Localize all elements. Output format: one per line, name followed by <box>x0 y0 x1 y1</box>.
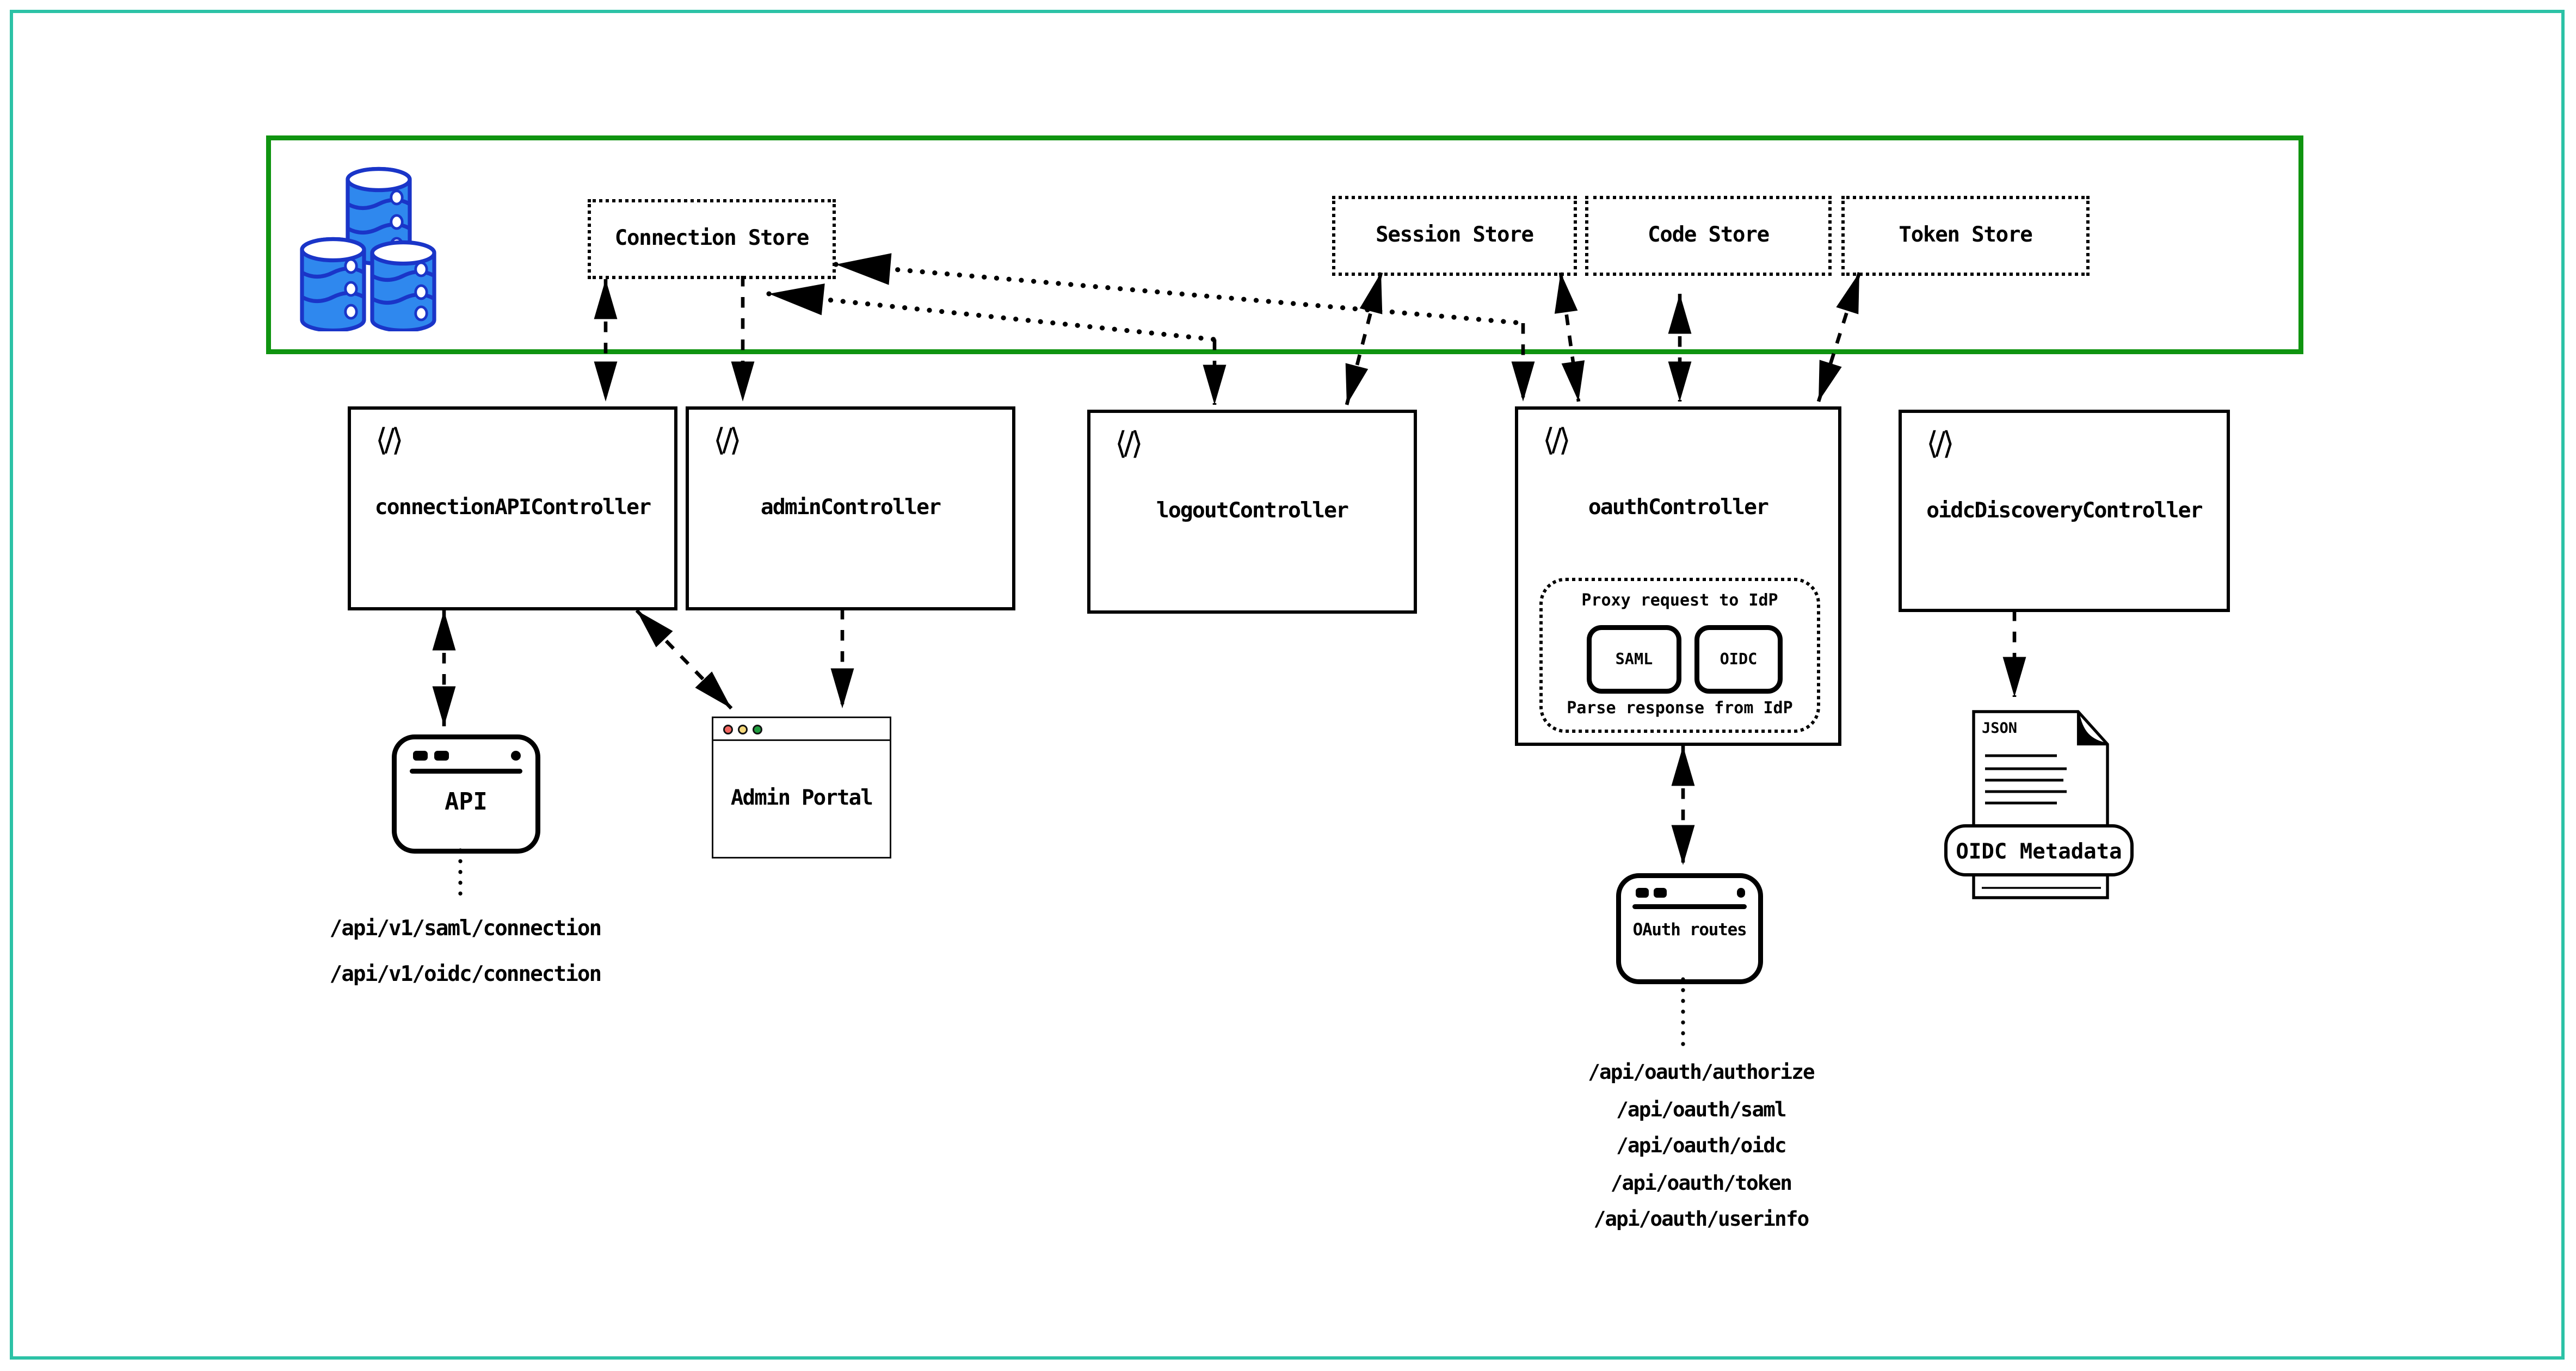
admin-controller-node: ⟨/⟩ adminController <box>686 406 1015 610</box>
token-store-label: Token Store <box>1899 224 2032 248</box>
admin-portal-label: Admin Portal <box>730 787 873 811</box>
oidc-discovery-controller-node: ⟨/⟩ oidcDiscoveryController <box>1899 410 2230 612</box>
oidc-protocol-node: OIDC <box>1694 625 1783 694</box>
json-badge: JSON <box>1982 720 2017 737</box>
oauth-routes-label: OAuth routes <box>1632 921 1747 940</box>
api-label: API <box>445 790 488 816</box>
idp-proxy-box: Proxy request to IdP SAML OIDC Parse res… <box>1539 578 1820 733</box>
controller-label: connectionAPIController <box>374 496 651 521</box>
close-traffic-light-icon <box>723 724 733 734</box>
controller-label: oauthController <box>1588 496 1769 521</box>
admin-portal-node: Admin Portal <box>712 717 891 859</box>
logout-controller-node: ⟨/⟩ logoutController <box>1087 410 1417 614</box>
endpoint-path: /api/oauth/token <box>1610 1169 1792 1194</box>
connection-store-label: Connection Store <box>614 227 810 251</box>
proxy-request-label: Proxy request to IdP <box>1581 592 1778 610</box>
session-store-label: Session Store <box>1376 224 1534 248</box>
session-store-node: Session Store <box>1332 196 1577 276</box>
json-document-icon: JSON OIDC Metadata <box>1944 710 2134 899</box>
window-toolbar-divider <box>1632 904 1747 909</box>
window-dot-icon <box>511 751 521 761</box>
code-store-node: Code Store <box>1585 196 1832 276</box>
oauth-routes-node: OAuth routes <box>1616 873 1763 984</box>
endpoint-path: /api/v1/saml/connection <box>329 917 602 942</box>
connection-api-controller-node: ⟨/⟩ connectionAPIController <box>348 406 677 610</box>
metadata-ribbon <box>1944 824 2134 876</box>
oauth-controller-node: ⟨/⟩ oauthController Proxy request to IdP… <box>1515 406 1841 746</box>
api-client-node: API <box>392 734 540 854</box>
window-button-icon <box>413 751 428 761</box>
code-icon: ⟨/⟩ <box>713 423 742 459</box>
endpoint-path: /api/oauth/authorize <box>1588 1059 1815 1084</box>
browser-titlebar <box>713 718 890 741</box>
window-toolbar-divider <box>410 769 522 775</box>
token-store-node: Token Store <box>1841 196 2090 276</box>
minimize-traffic-light-icon <box>738 724 748 734</box>
controller-label: adminController <box>760 496 941 521</box>
oauth-endpoints: /api/oauth/authorize /api/oauth/saml /ap… <box>1521 1059 1881 1231</box>
saml-protocol-node: SAML <box>1587 625 1681 694</box>
zoom-traffic-light-icon <box>753 724 762 734</box>
controller-label: logoutController <box>1156 499 1349 524</box>
endpoint-path: /api/oauth/userinfo <box>1593 1206 1810 1231</box>
oidc-label: OIDC <box>1720 650 1758 669</box>
code-icon: ⟨/⟩ <box>1115 426 1143 462</box>
data-store-container <box>266 135 2303 354</box>
window-button-icon <box>434 751 449 761</box>
saml-label: SAML <box>1615 650 1653 669</box>
code-icon: ⟨/⟩ <box>1926 426 1955 462</box>
connection-store-node: Connection Store <box>588 199 836 279</box>
endpoint-path: /api/oauth/saml <box>1616 1096 1786 1121</box>
code-store-label: Code Store <box>1648 224 1770 248</box>
window-dot-icon <box>1736 888 1745 897</box>
code-icon: ⟨/⟩ <box>375 423 404 459</box>
page-border <box>10 10 2565 1360</box>
database-cylinders-icon <box>300 166 436 331</box>
endpoint-path: /api/v1/oidc/connection <box>329 963 602 987</box>
parse-response-label: Parse response from IdP <box>1567 700 1793 718</box>
endpoint-path: /api/oauth/oidc <box>1616 1133 1786 1157</box>
window-button-icon <box>1636 888 1649 897</box>
controller-label: oidcDiscoveryController <box>1926 499 2203 524</box>
code-icon: ⟨/⟩ <box>1543 423 1571 459</box>
connection-api-endpoints: /api/v1/saml/connection /api/v1/oidc/con… <box>286 917 645 987</box>
window-button-icon <box>1654 888 1667 897</box>
oidc-metadata-label: OIDC Metadata <box>1956 839 2122 864</box>
